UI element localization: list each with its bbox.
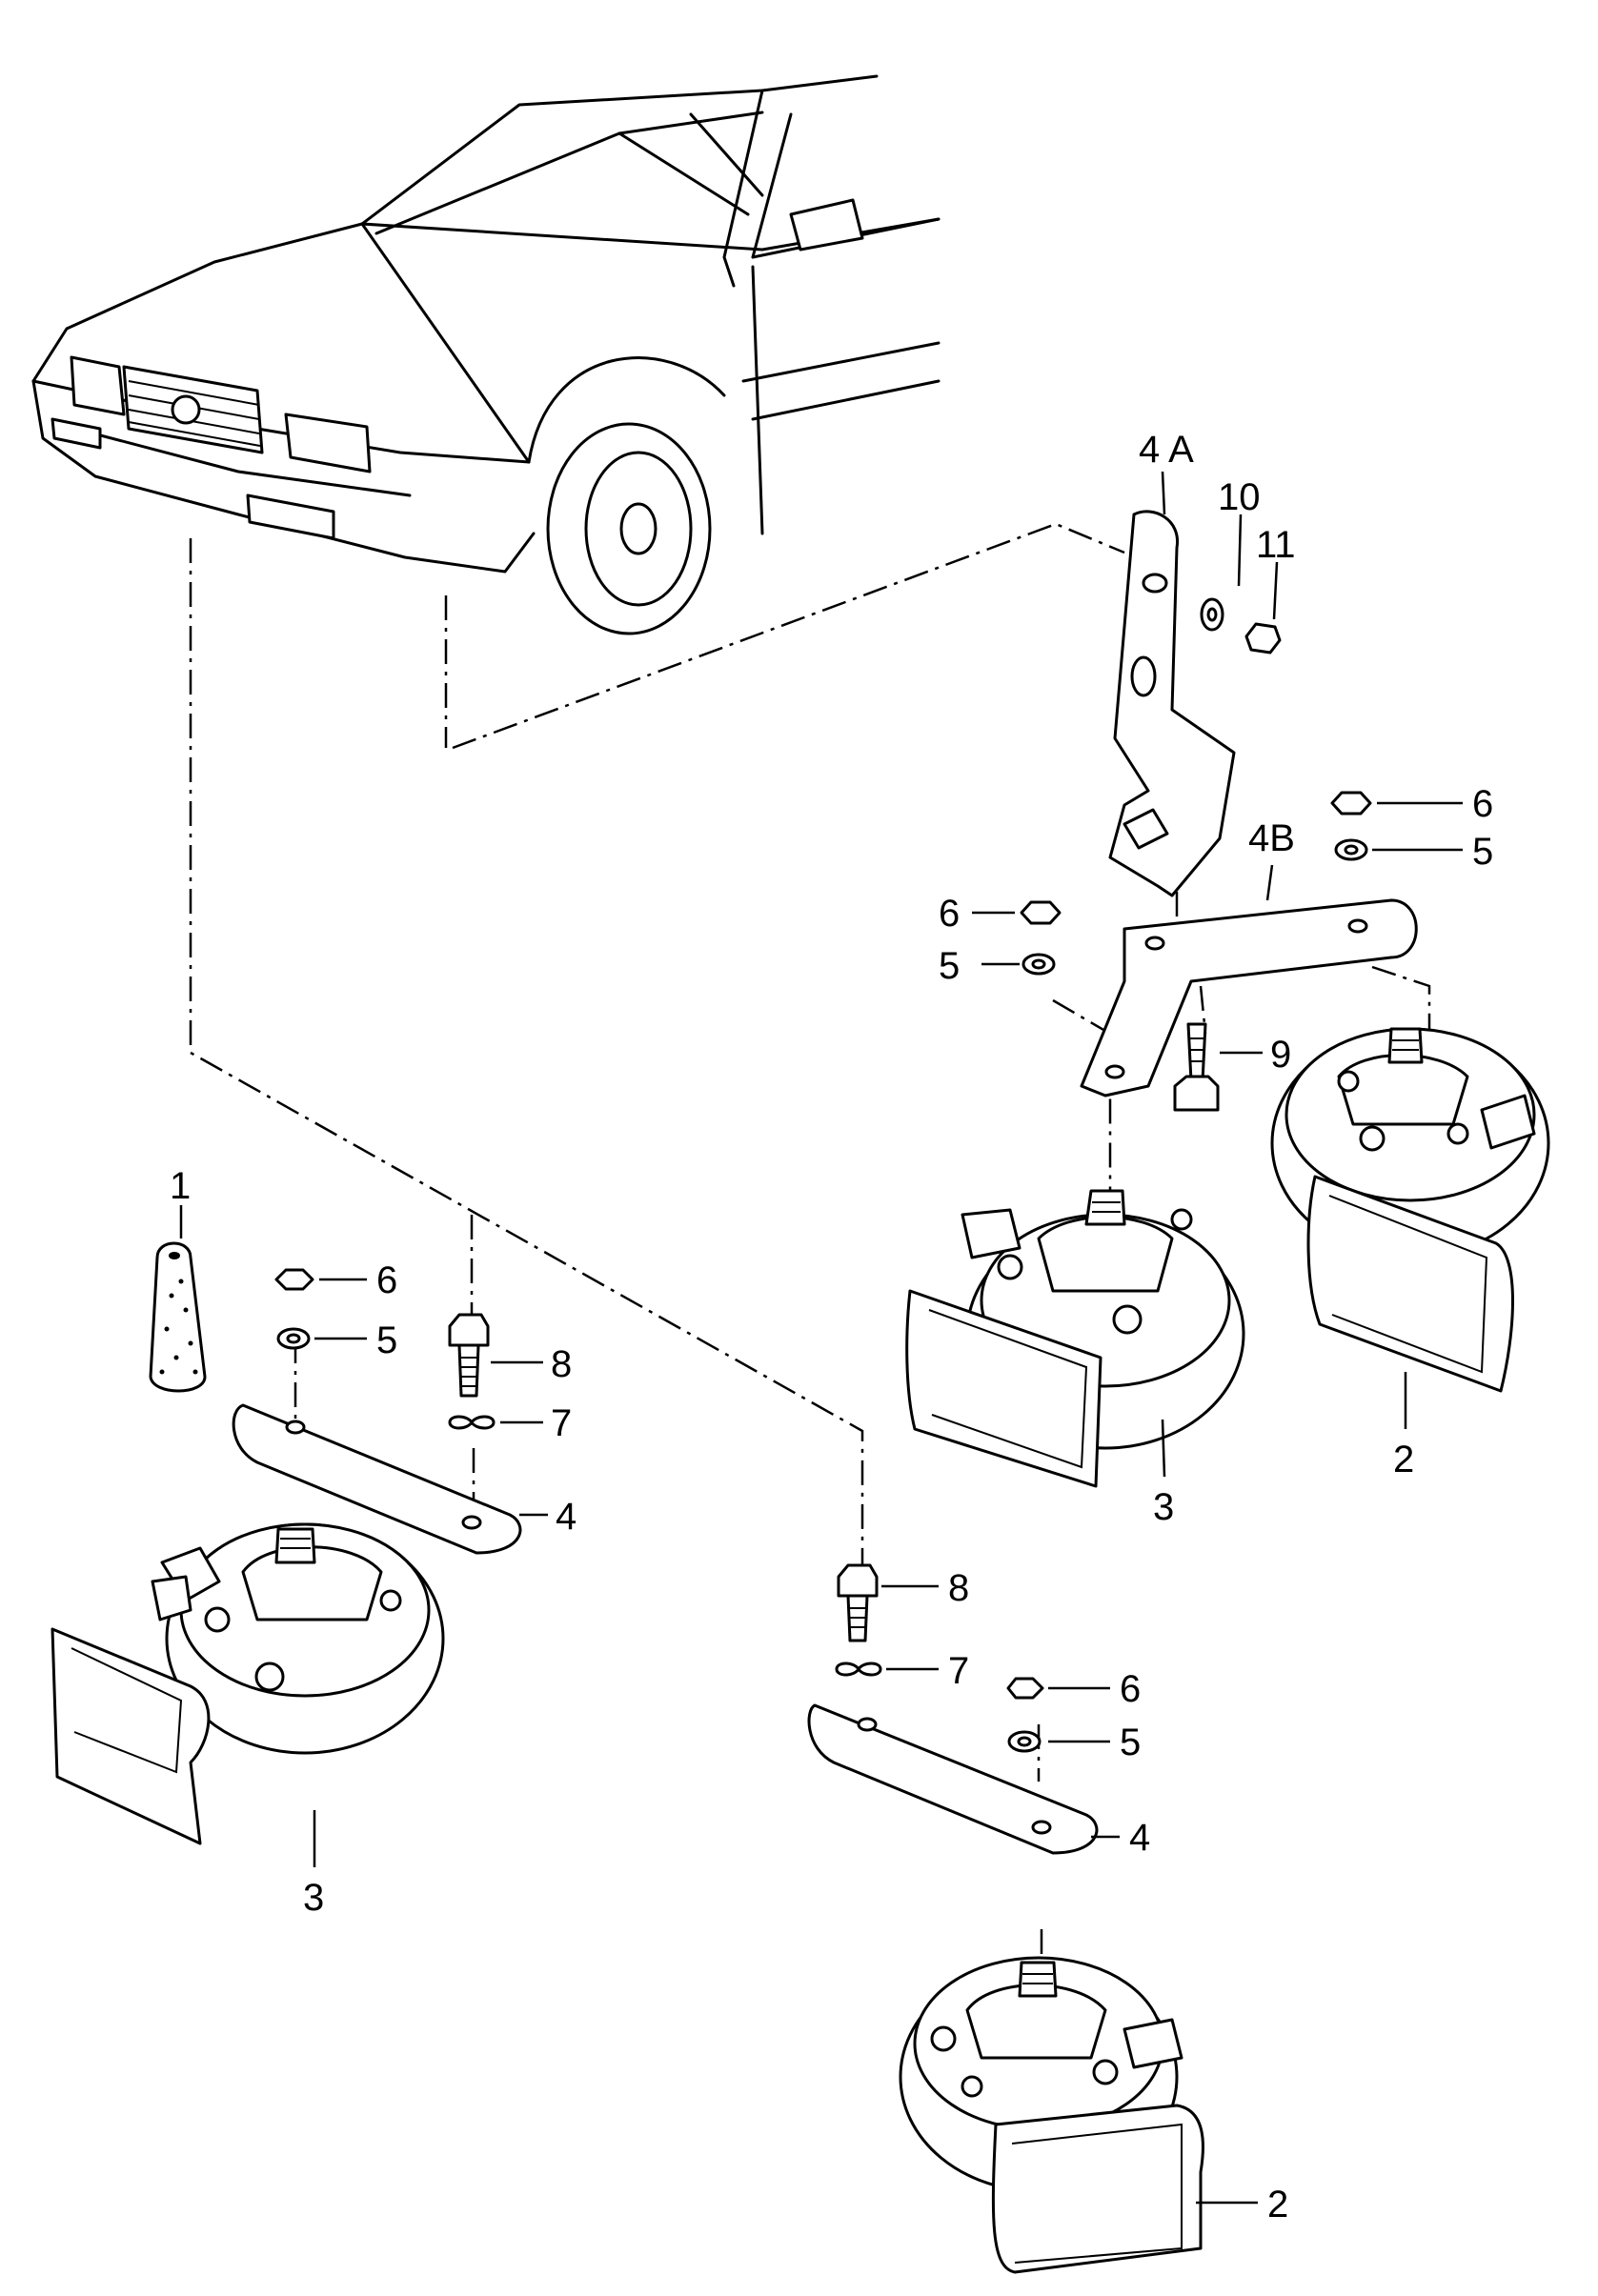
washer-7-left: [448, 1415, 496, 1430]
label-3-left: 3: [303, 1877, 324, 1919]
label-8-left: 8: [551, 1343, 572, 1385]
label-4A: 4 A: [1139, 429, 1194, 471]
label-7-left: 7: [551, 1402, 572, 1444]
nut-6-right-top: [1330, 791, 1372, 816]
label-6-right-top: 6: [1472, 783, 1493, 825]
label-1: 1: [170, 1165, 191, 1207]
label-5-mid: 5: [1120, 1722, 1141, 1763]
bracket-4B: [1080, 898, 1418, 1098]
nut-6-right-mid: [1020, 900, 1062, 925]
nut-6-mid: [1006, 1677, 1044, 1700]
label-5-right-mid: 5: [939, 945, 960, 987]
part-labels: 1 6 5 8 7 4 3 8 7 6 5 4 3 2 2 4 A 10 11 …: [170, 429, 1493, 2226]
washer-7-mid: [835, 1662, 882, 1677]
label-11: 11: [1256, 524, 1296, 566]
nut-6-left: [274, 1268, 314, 1291]
bolt-8-left: [448, 1313, 490, 1398]
plate-4-right: [807, 1703, 1099, 1855]
washer-5-right-mid: [1022, 953, 1056, 976]
label-9: 9: [1270, 1034, 1291, 1076]
label-8-mid: 8: [948, 1567, 969, 1609]
bracket-4A: [1108, 510, 1236, 897]
label-7-mid: 7: [948, 1650, 969, 1692]
label-5-right-top: 5: [1472, 831, 1493, 873]
label-6-mid: 6: [1120, 1668, 1141, 1710]
nut-11: [1244, 622, 1282, 655]
horn-2-right-bottom: [899, 1956, 1204, 2274]
plate-4-left: [232, 1403, 522, 1555]
label-2-top: 2: [1393, 1439, 1414, 1480]
horn-3-left: [51, 1522, 445, 1845]
label-4B: 4B: [1248, 817, 1295, 859]
callout-leaders: [179, 471, 1463, 2205]
label-4-left: 4: [556, 1496, 576, 1538]
label-4-mid: 4: [1129, 1817, 1150, 1859]
washer-5-mid: [1007, 1730, 1042, 1753]
label-5-left: 5: [376, 1319, 397, 1361]
label-2-bottom: 2: [1267, 2184, 1288, 2226]
boot-cap-1: [149, 1241, 207, 1393]
car-front-illustration: [31, 74, 941, 635]
bolt-9: [1173, 1022, 1220, 1112]
label-10: 10: [1218, 476, 1261, 518]
washer-10: [1200, 597, 1224, 632]
label-3-right: 3: [1153, 1486, 1174, 1528]
washer-5-left: [276, 1327, 311, 1350]
horn-2-right-top: [1270, 1027, 1550, 1393]
washer-5-right-top: [1334, 838, 1368, 861]
label-6-right-mid: 6: [939, 893, 960, 935]
bolt-8-mid: [837, 1563, 879, 1642]
label-6-left: 6: [376, 1259, 397, 1301]
horn-3-right: [905, 1189, 1245, 1488]
